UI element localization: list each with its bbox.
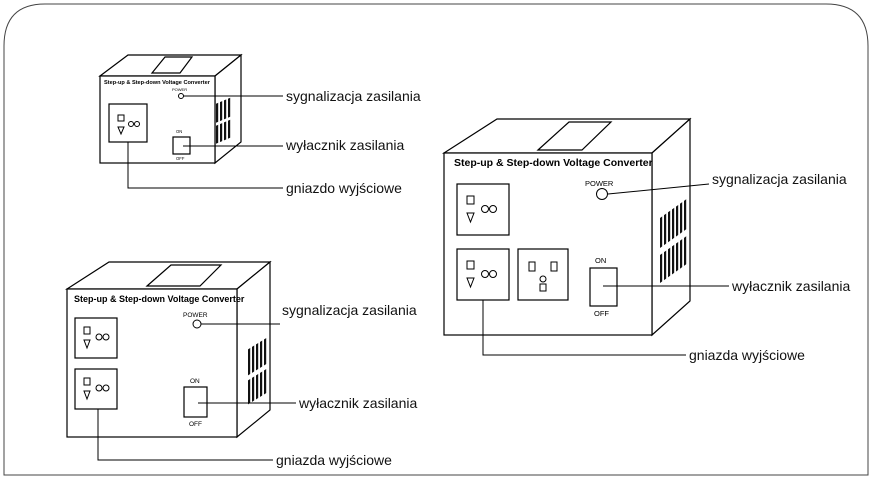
power-indicator-led [596,188,608,200]
socket-hole-icon [95,333,103,341]
vent-grille [660,235,688,283]
converter-handle [536,121,613,151]
vent-grille [213,119,232,145]
callout-switch-label: wyłacznik zasilania [731,278,850,294]
socket-pin-icon [466,260,475,270]
socket-pin-icon [550,261,558,272]
callout-switch-label: wyłacznik zasilania [285,137,404,153]
callout-line [127,142,283,189]
socket-pin-icon [466,277,475,289]
power-label: POWER [183,312,208,319]
socket-hole-icon [95,384,103,392]
callout-line [607,183,710,195]
power-indicator-led [178,93,184,99]
socket-pin-icon [83,326,91,335]
callout-line [482,300,686,356]
callout-outlet-label: gniazda wyjściowe [689,347,805,363]
socket-hole-icon [489,205,497,213]
socket-pin-icon [117,126,125,136]
converter-front-face [443,152,653,336]
vent-grille [213,97,232,124]
power-switch[interactable] [183,386,208,418]
converter-medium: Step-up & Step-down Voltage Converter PO… [64,260,417,468]
universal-socket [517,248,569,301]
socket-pin-icon [539,283,547,292]
callout-indicator-label: sygnalizacja zasilania [712,171,847,187]
converter-title: Step-up & Step-down Voltage Converter [104,80,211,86]
output-socket [108,103,148,143]
on-label: ON [595,256,606,265]
vent-grille [247,337,268,376]
off-label: OFF [176,156,185,161]
converter-handle [145,264,223,287]
power-label: POWER [585,179,614,188]
converter-small: Step-up & Step-down Voltage Converter PO… [98,53,421,196]
socket-pin-icon [117,114,125,122]
callout-indicator-label: sygnalizacja zasilania [282,302,417,318]
converter-title: Step-up & Step-down Voltage Converter [454,157,653,169]
socket-hole-icon [481,205,489,213]
power-indicator-led [192,319,202,329]
callout-switch-label: wyłacznik zasilania [298,395,417,411]
converter-front-face [66,288,238,438]
output-socket [456,183,510,236]
socket-pin-icon [466,195,475,205]
power-switch[interactable] [589,267,618,307]
callout-line [97,409,273,461]
off-label: OFF [189,421,202,428]
socket-hole-icon [128,121,134,127]
socket-hole-icon [102,333,110,341]
converter-large: Step-up & Step-down Voltage Converter PO… [441,117,850,363]
converter-handle [150,56,194,74]
socket-hole-icon [102,384,110,392]
output-socket [456,248,510,301]
socket-pin-icon [83,390,91,401]
socket-hole-icon [134,121,140,127]
power-label: POWER [172,87,187,92]
socket-pin-icon [528,261,536,272]
on-label: ON [190,378,200,385]
converter-title: Step-up & Step-down Voltage Converter [74,294,245,304]
callout-outlet-label: gniazda wyjściowe [276,452,392,468]
vent-grille [247,368,268,405]
socket-pin-icon [83,339,91,350]
socket-hole-icon [489,270,497,278]
panel-frame [3,3,869,476]
socket-pin-icon [466,212,475,224]
socket-hole-icon [481,270,489,278]
off-label: OFF [594,309,609,318]
socket-pin-icon [83,377,91,386]
vent-grille [660,198,688,248]
socket-hole-icon [539,275,547,283]
callout-indicator-label: sygnalizacja zasilania [286,88,421,104]
callout-outlet-label: gniazdo wyjściowe [286,180,402,196]
on-label: ON [176,129,182,134]
